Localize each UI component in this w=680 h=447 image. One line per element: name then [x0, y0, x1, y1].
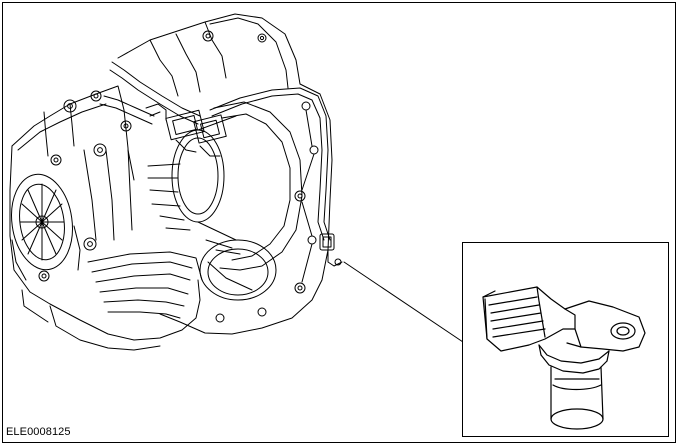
wiring-harness	[99, 61, 331, 241]
transaxle-case	[9, 85, 203, 351]
speed-sensor-detail	[482, 286, 646, 430]
figure-reference-code: ELE0008125	[6, 426, 71, 438]
speed-sensor-on-housing	[319, 233, 343, 267]
sensor-detail-inset	[462, 242, 669, 437]
end-cover	[11, 173, 81, 281]
transaxle-housing	[117, 13, 333, 335]
leader-line	[343, 261, 464, 343]
